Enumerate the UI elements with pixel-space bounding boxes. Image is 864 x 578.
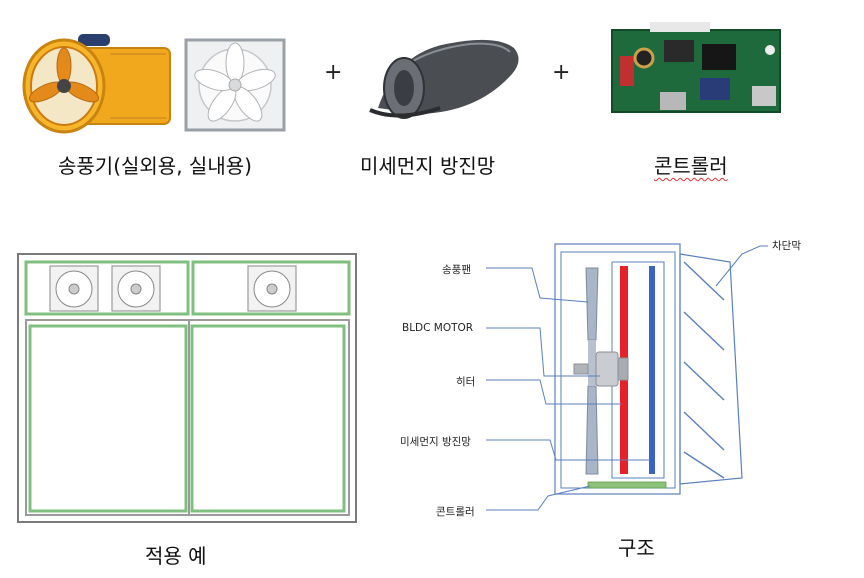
controller-board-image (611, 22, 781, 113)
mesh-bar (649, 266, 655, 474)
label-mesh: 미세먼지 방진망 (400, 436, 471, 448)
label-motor: BLDC MOTOR (402, 322, 474, 334)
caption-fans: 송풍기(실외용, 실내용) (58, 154, 252, 178)
indoor-fan-image (184, 38, 286, 132)
application-window-diagram (17, 253, 357, 523)
structure-diagram (486, 243, 768, 511)
plus-sign: + (324, 60, 343, 85)
label-shield: 차단막 (772, 240, 801, 252)
caption-controller: 콘트롤러 (654, 154, 728, 178)
label-fan: 송풍팬 (442, 264, 471, 276)
dust-mesh-roll-image (369, 39, 519, 119)
caption-structure: 구조 (618, 536, 655, 560)
label-controller: 콘트롤러 (436, 506, 475, 518)
label-heater: 히터 (456, 376, 476, 388)
outdoor-fan-image (22, 34, 171, 134)
plus-sign: + (552, 60, 571, 85)
caption-application-example: 적용 예 (145, 544, 207, 568)
caption-mesh: 미세먼지 방진망 (360, 154, 496, 178)
